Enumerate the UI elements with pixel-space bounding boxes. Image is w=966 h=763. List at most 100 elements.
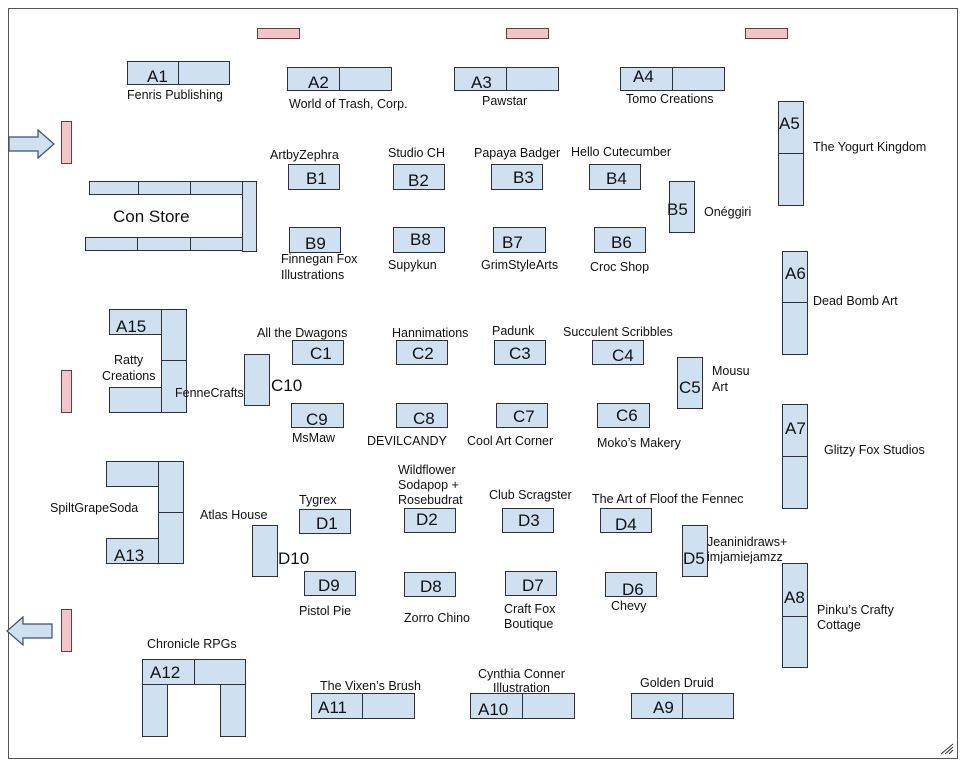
table-a13-right-top[interactable] [158, 461, 184, 513]
table-d9[interactable] [304, 571, 356, 596]
table-a12-top-right[interactable] [194, 659, 246, 685]
booth-code-d6: D6 [622, 580, 644, 599]
vendor-d6: Chevy [611, 599, 647, 613]
table-d3[interactable] [502, 508, 554, 533]
con-store-table-bottom-2[interactable] [137, 237, 191, 251]
resize-grip-icon[interactable] [938, 741, 954, 755]
booth-code-c6: C6 [616, 406, 638, 425]
table-a15-bottom[interactable] [109, 387, 162, 413]
table-d6[interactable] [605, 572, 657, 597]
table-a2[interactable] [287, 67, 340, 91]
table-a1b[interactable] [178, 61, 230, 85]
vendor-c1: All the Dwagons [257, 326, 348, 340]
booth-code-d4: D4 [615, 515, 637, 534]
table-c4[interactable] [592, 340, 644, 365]
table-a13-bottom[interactable] [106, 538, 159, 564]
con-store-table-bottom-3[interactable] [190, 237, 243, 251]
table-a15-right-top[interactable] [161, 309, 187, 361]
table-a7[interactable] [782, 404, 808, 457]
table-c6[interactable] [597, 403, 650, 428]
table-d2[interactable] [404, 508, 456, 533]
table-a13-right-bottom[interactable] [158, 512, 184, 564]
booth-code-a11: A11 [318, 698, 347, 717]
booth-code-d9: D9 [318, 576, 340, 595]
table-a3b[interactable] [506, 67, 559, 91]
table-d4[interactable] [600, 508, 652, 533]
con-store-table-top-1[interactable] [89, 181, 139, 195]
table-a5b[interactable] [778, 153, 804, 206]
vendor-a10-line2: Illustration [493, 681, 550, 695]
table-a4b[interactable] [672, 67, 725, 91]
booth-code-b8: B8 [410, 230, 431, 249]
table-b6[interactable] [594, 227, 646, 253]
table-c5[interactable] [677, 357, 703, 409]
table-c2[interactable] [396, 340, 448, 365]
table-a5[interactable] [778, 101, 804, 154]
table-c8[interactable] [396, 403, 448, 428]
table-b4[interactable] [589, 164, 641, 190]
booth-code-b7: B7 [502, 233, 523, 252]
table-c10[interactable] [244, 354, 270, 406]
table-b1[interactable] [288, 164, 340, 190]
table-d8[interactable] [404, 572, 456, 597]
table-c7[interactable] [496, 403, 548, 428]
table-a15-right-bottom[interactable] [161, 360, 187, 413]
con-store-table-top-2[interactable] [138, 181, 191, 195]
table-d5[interactable] [682, 525, 708, 577]
table-a8[interactable] [782, 563, 808, 617]
table-a9[interactable] [631, 693, 683, 719]
vendor-d10: Atlas House [200, 508, 268, 522]
table-b5[interactable] [669, 181, 695, 233]
vendor-a9: Golden Druid [640, 676, 714, 690]
table-a2b[interactable] [339, 67, 392, 91]
table-d7[interactable] [505, 571, 557, 596]
booth-code-a10: A10 [478, 700, 509, 719]
booth-code-b9: B9 [305, 234, 326, 253]
vendor-a3: Pawstar [482, 94, 528, 108]
table-a4[interactable] [620, 67, 673, 91]
door-marker-left-2 [61, 370, 72, 413]
vendor-d4: The Art of Floof the Fennec [592, 492, 744, 506]
vendor-b3: Papaya Badger [474, 146, 561, 160]
table-d1[interactable] [299, 509, 351, 534]
table-b3[interactable] [491, 164, 543, 190]
con-store-table-side[interactable] [242, 181, 257, 252]
vendor-c3: Padunk [492, 324, 535, 338]
booth-code-a3: A3 [471, 73, 492, 92]
booth-code-c7: C7 [513, 407, 535, 426]
booth-code-d8: D8 [420, 577, 442, 596]
table-b9[interactable] [289, 227, 341, 253]
con-store-table-top-3[interactable] [190, 181, 243, 195]
table-c3[interactable] [494, 340, 546, 365]
table-a1[interactable] [127, 61, 179, 85]
booth-code-a7: A7 [785, 419, 806, 438]
table-a10b[interactable] [522, 693, 575, 719]
table-d10[interactable] [252, 525, 278, 577]
table-a11[interactable] [311, 693, 363, 719]
table-a13-top[interactable] [106, 461, 159, 487]
table-c9[interactable] [291, 403, 344, 428]
table-c1[interactable] [292, 340, 344, 365]
table-a12-top-left[interactable] [142, 659, 195, 685]
vendor-a7: Glitzy Fox Studios [824, 443, 925, 457]
vendor-d2-line2: Sodapop + [398, 478, 459, 492]
table-a7b[interactable] [782, 456, 808, 509]
table-a6b[interactable] [782, 302, 808, 355]
con-store-table-bottom-1[interactable] [85, 237, 138, 251]
table-b2[interactable] [393, 164, 445, 190]
table-a12-leg-right[interactable] [220, 684, 246, 737]
booth-code-c10: C10 [271, 376, 303, 395]
vendor-c10: FenneCrafts [175, 386, 244, 400]
table-a11b[interactable] [362, 693, 415, 719]
vendor-a11: The Vixen’s Brush [320, 679, 421, 693]
table-a8b[interactable] [782, 616, 808, 668]
table-b7[interactable] [493, 227, 546, 253]
table-a12-leg-left[interactable] [142, 684, 168, 737]
vendor-d5-line2: imjamiejamzz [707, 550, 783, 564]
booth-code-b1: B1 [306, 169, 327, 188]
vendor-a15-line1: Ratty [114, 353, 144, 367]
table-b8[interactable] [393, 227, 445, 253]
table-a9b[interactable] [682, 693, 734, 719]
vendor-c5-line1: Mousu [712, 364, 750, 378]
table-a6[interactable] [782, 251, 808, 303]
